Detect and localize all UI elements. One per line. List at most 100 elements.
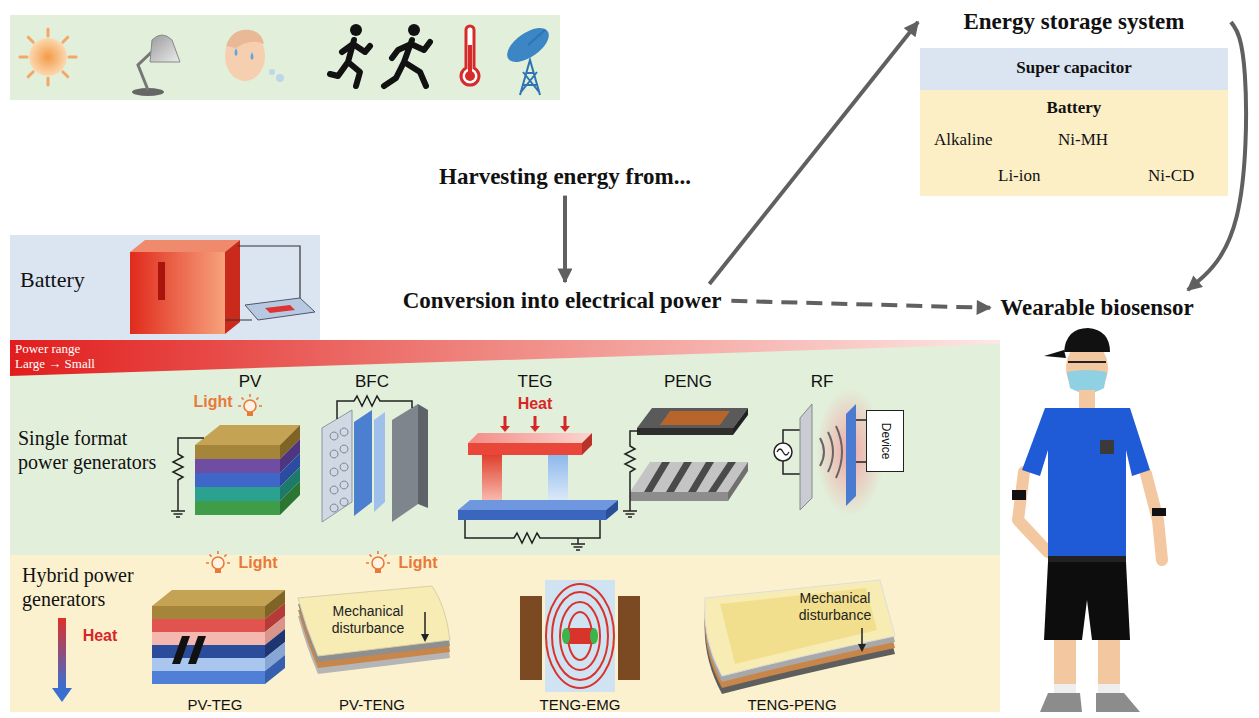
- peng-finger: [708, 462, 736, 492]
- label-slot: Mechanical disturbance: [788, 590, 883, 624]
- text-slot: Li-ion: [998, 166, 1041, 186]
- pvteg-layer: [152, 619, 265, 632]
- peng-finger: [688, 462, 714, 492]
- wedge-shape: [10, 340, 1000, 376]
- node-text: Conversion into electrical power: [403, 287, 722, 315]
- skin-patch: [1100, 440, 1114, 454]
- ground-symbol: [171, 505, 185, 517]
- power-range-wedge: Power range Large → Small: [10, 340, 1000, 376]
- mechanical-label: Mechanical disturbance: [788, 590, 883, 624]
- resistor-symbol: [625, 442, 635, 476]
- runner-head: [350, 24, 362, 36]
- generator-name: BFC: [355, 372, 389, 392]
- person-glasses: [1068, 361, 1106, 363]
- node-text: Device: [878, 423, 892, 460]
- heat-flow-head: [52, 688, 72, 702]
- person-shorts: [1044, 562, 1130, 640]
- peng-electrode: [660, 411, 730, 425]
- heat-label: Heat: [518, 394, 553, 413]
- arm-band: [1012, 490, 1026, 500]
- heat-label: Heat: [83, 626, 118, 645]
- ground-symbol: [571, 538, 585, 550]
- field-line: [546, 584, 614, 688]
- peng-top-front: [637, 428, 733, 435]
- hybrid-name: PV-TENG: [339, 696, 405, 714]
- person-leg: [1054, 640, 1076, 692]
- pressure-arrow: [861, 628, 863, 645]
- text-slot: Ni-MH: [1058, 130, 1108, 150]
- light-label: Light: [398, 553, 437, 572]
- label-slot: Mechanical disturbance: [321, 603, 416, 637]
- label-slot: PV-TEG: [155, 696, 275, 714]
- person-neck: [1079, 390, 1095, 408]
- rod-end: [562, 628, 570, 644]
- breath-puff: [276, 74, 284, 82]
- generator-name: TEG: [518, 372, 553, 392]
- person-shoe: [1096, 693, 1140, 712]
- label-slot: PV: [190, 372, 310, 392]
- magnet-block: [618, 596, 640, 680]
- emg-core: [545, 580, 615, 692]
- node-text: Battery: [20, 267, 85, 293]
- light-icon: [206, 551, 230, 573]
- head-hair: [226, 30, 264, 48]
- stage-heading: Conversion into electrical power: [397, 284, 728, 318]
- peng-base-front: [630, 492, 728, 501]
- thermometer-outline: [461, 26, 479, 85]
- teg-cold-plate: [458, 500, 618, 510]
- teg-hot-plate-side: [582, 433, 592, 455]
- node-text: Harvesting energy from...: [439, 163, 691, 191]
- teg-element: [172, 636, 190, 664]
- peng-finger: [644, 462, 670, 492]
- mechanical-label: Mechanical disturbance: [321, 603, 416, 637]
- text-slot: Conversion into electrical power: [403, 287, 722, 315]
- peng-top-plate: [637, 408, 748, 428]
- magnet-block: [520, 596, 542, 680]
- text-slot: Battery: [20, 267, 85, 293]
- person-leg: [1098, 640, 1120, 692]
- bfc-membrane: [354, 410, 372, 516]
- heat-arrowhead: [560, 426, 570, 432]
- label-slot: PENG: [628, 372, 748, 392]
- node-text: Battery: [1047, 98, 1102, 118]
- dashed-flow-arrow: [731, 301, 990, 308]
- node-text: Super capacitor: [1016, 58, 1131, 78]
- thermometer-fluid: [468, 45, 472, 75]
- node-text: Ni-MH: [1058, 130, 1108, 150]
- hybrid-name: TENG-EMG: [540, 696, 621, 714]
- teg-hot-plate-front: [468, 443, 582, 455]
- stage-heading: Wearable biosensor: [994, 291, 1200, 325]
- teg-wire: [465, 520, 600, 538]
- pvteg-layer: [152, 645, 265, 658]
- tp-top-film: [705, 580, 895, 676]
- pv-layer: [195, 473, 280, 487]
- pvteg-layer: [152, 632, 265, 645]
- device-box: Device: [866, 410, 904, 472]
- label-slot: Heat: [510, 394, 560, 413]
- field-line: [560, 602, 600, 670]
- lamp-shade: [150, 35, 180, 62]
- generator-name: PENG: [664, 372, 712, 392]
- node-text: Hybrid power generators: [22, 563, 157, 611]
- pressure-arrowhead: [421, 634, 429, 642]
- wrist-watch: [1152, 508, 1166, 516]
- pressure-arrow: [424, 612, 426, 635]
- storage-panel: Energy storage systemSuper capacitorBatt…: [920, 6, 1228, 196]
- label-slot: TENG-EMG: [520, 696, 640, 714]
- label-slot: TENG-PENG: [732, 696, 852, 714]
- person-arm: [1018, 472, 1048, 552]
- runner-body: [384, 40, 430, 86]
- heat-flow-arrow: [58, 618, 66, 688]
- person-shoe: [1040, 693, 1082, 712]
- peng-top-side: [733, 408, 748, 435]
- carbon-pattern: [330, 428, 348, 512]
- sweat-drops: [235, 48, 254, 60]
- hybrid-name: PV-TEG: [187, 696, 242, 714]
- light-label: Light: [238, 553, 277, 572]
- antenna-feed: [528, 30, 545, 45]
- resistor-symbol: [350, 396, 384, 406]
- teg-element: [188, 636, 206, 664]
- power-range-gradient: [10, 340, 1000, 376]
- pv-layer: [195, 487, 280, 501]
